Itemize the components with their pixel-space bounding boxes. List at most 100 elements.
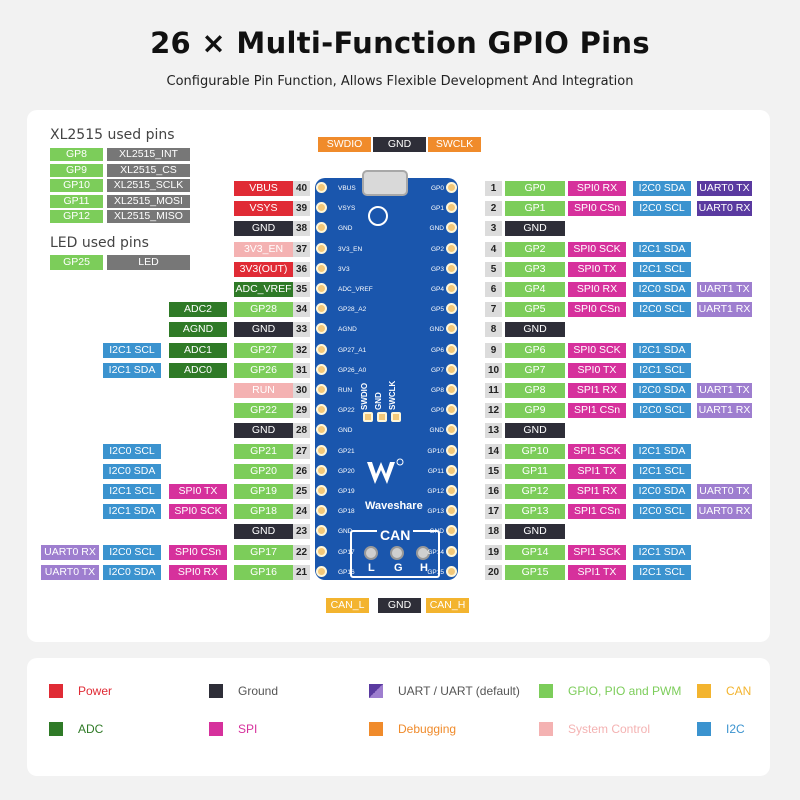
pin-label: GND <box>505 524 565 540</box>
legend-label: UART / UART (default) <box>398 684 520 698</box>
pin-pad <box>446 485 457 496</box>
pin-label: VBUS <box>234 181 293 196</box>
pin-pad <box>446 384 457 395</box>
legend-card <box>27 658 770 776</box>
pin-pad <box>316 525 327 537</box>
pin-pad <box>446 262 457 274</box>
pin-label: I2C0 SDA <box>633 282 691 297</box>
top-header-label: SWDIO <box>318 137 371 152</box>
pin-pad <box>446 545 457 557</box>
pin-number: 7 <box>485 302 502 318</box>
pin-label: 3V3_EN <box>234 241 293 257</box>
pin-pad <box>446 242 457 254</box>
usb-c-connector <box>362 170 408 196</box>
silk-label: GP2 <box>430 245 444 253</box>
legend-swatch <box>369 684 383 698</box>
pin-label: UART1 TX <box>697 282 752 297</box>
pin-pad <box>316 424 327 436</box>
silk-label: GP7 <box>430 366 444 374</box>
debug-silk-label: SWCLK <box>388 380 397 410</box>
pin-label: SPI1 RX <box>568 383 626 398</box>
pin-label: I2C1 SDA <box>633 443 691 459</box>
pin-number: 5 <box>485 261 502 277</box>
silk-label: 3V3_EN <box>338 245 363 253</box>
xl2515-fn-label: XL2515_CS <box>107 163 190 177</box>
pin-pad <box>316 283 327 294</box>
xl2515-fn-label: XL2515_MISO <box>107 210 190 223</box>
pin-label: UART0 TX <box>697 181 752 196</box>
pin-label: SPI1 TX <box>568 564 626 580</box>
legend-label: Ground <box>238 684 279 698</box>
pin-number: 28 <box>293 423 310 439</box>
pin-number: 22 <box>293 544 310 560</box>
pin-label: SPI0 RX <box>568 282 626 297</box>
pin-label: GP17 <box>234 544 293 560</box>
pin-pad <box>316 303 327 315</box>
pin-label: UART1 RX <box>697 302 752 318</box>
pin-number: 26 <box>293 463 310 479</box>
pin-label: SPI0 TX <box>568 261 626 277</box>
silk-label: RUN <box>338 387 353 394</box>
pin-label: GND <box>234 524 293 540</box>
pin-number: 30 <box>293 383 310 398</box>
pin-label: UART1 TX <box>697 383 752 398</box>
pin-pad <box>316 323 327 335</box>
pin-label: I2C1 SDA <box>633 342 691 358</box>
debug-pad <box>391 412 401 422</box>
pin-number: 13 <box>485 423 502 439</box>
waveshare-logo-icon <box>365 458 405 488</box>
pin-number: 37 <box>293 241 310 257</box>
silk-label: GP16 <box>338 568 355 576</box>
pin-label: SPI0 TX <box>169 484 227 499</box>
silk-label: GP17 <box>338 548 355 556</box>
legend-label: System Control <box>568 722 651 736</box>
page-title: 26 × Multi-Function GPIO Pins <box>150 26 650 60</box>
silk-label: GP3 <box>430 265 444 273</box>
pin-label: I2C1 SDA <box>103 362 161 378</box>
pin-number: 6 <box>485 282 502 297</box>
pin-label: I2C0 SDA <box>633 181 691 196</box>
pin-pad <box>316 505 327 517</box>
pin-pad <box>446 202 457 214</box>
pin-label: I2C1 SDA <box>103 504 161 520</box>
pin-label: UART1 RX <box>697 403 752 419</box>
led-heading: LED used pins <box>50 235 149 251</box>
silk-label: GP21 <box>338 447 355 455</box>
pin-number: 32 <box>293 342 310 358</box>
pin-pad <box>446 525 457 537</box>
terminal-screw <box>416 546 430 560</box>
pin-pad <box>316 222 327 234</box>
pin-label: I2C0 SDA <box>103 463 161 479</box>
pin-label: GP9 <box>505 403 565 419</box>
legend-label: GPIO, PIO and PWM <box>568 684 682 698</box>
silk-label: GP1 <box>430 205 444 213</box>
pin-label: SPI0 SCK <box>169 504 227 520</box>
pin-label: I2C0 SCL <box>103 443 161 459</box>
pin-number: 25 <box>293 484 310 499</box>
pin-label: GP4 <box>505 282 565 297</box>
silk-label: GP15 <box>427 568 444 576</box>
pin-pad <box>446 303 457 315</box>
pin-pad <box>316 464 327 476</box>
legend-swatch <box>539 684 553 698</box>
pin-label: I2C1 SDA <box>633 544 691 560</box>
pin-pad <box>446 505 457 517</box>
legend-swatch <box>209 684 223 698</box>
silk-label: GP8 <box>430 387 444 394</box>
pin-number: 12 <box>485 403 502 419</box>
legend-swatch <box>697 684 711 698</box>
legend-swatch <box>49 684 63 698</box>
xl2515-gp-label: GP11 <box>50 194 103 208</box>
top-header-label: GND <box>373 137 426 152</box>
legend-swatch <box>49 722 63 736</box>
debug-pad <box>377 412 387 422</box>
xl2515-fn-label: XL2515_SCLK <box>107 179 190 192</box>
silk-label: GP13 <box>427 508 444 516</box>
pin-label: I2C0 SDA <box>633 484 691 499</box>
pin-number: 15 <box>485 463 502 479</box>
pin-number: 2 <box>485 201 502 217</box>
pin-pad <box>316 444 327 456</box>
pin-label: GP7 <box>505 362 565 378</box>
pin-pad <box>446 182 457 193</box>
led-gp-label: GP25 <box>50 255 103 270</box>
